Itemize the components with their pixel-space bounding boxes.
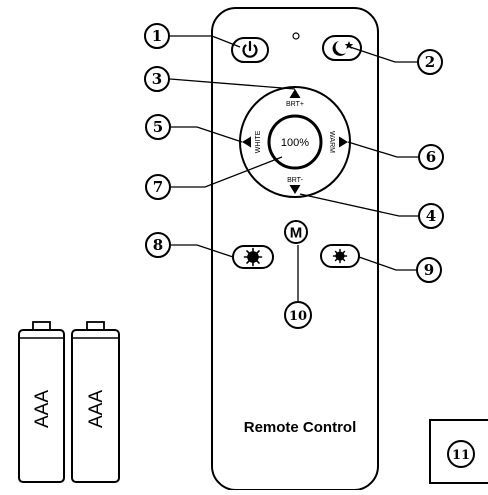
- callout-3-label: 3: [152, 70, 162, 88]
- night-button[interactable]: [322, 35, 362, 61]
- callout-3: 3: [144, 66, 170, 92]
- callout-2-label: 2: [425, 53, 435, 71]
- arrow-right-icon: [339, 136, 348, 148]
- callout-8: 8: [145, 232, 171, 258]
- warm-label: WARM: [328, 131, 335, 153]
- brightness-down-button[interactable]: BRT-: [287, 177, 304, 194]
- callout-5-label: 5: [153, 118, 163, 136]
- callout-9: 9: [416, 257, 442, 283]
- brightness-up-button[interactable]: BRT+: [286, 89, 304, 108]
- battery-2-label: AAA: [86, 390, 107, 428]
- callout-6-label: 6: [426, 148, 436, 166]
- warm-button[interactable]: WARM: [328, 131, 348, 153]
- arrow-left-icon: [242, 136, 251, 148]
- bright-sun-button[interactable]: [232, 245, 274, 269]
- brightness-down-label: BRT-: [287, 177, 303, 184]
- callout-8-label: 8: [153, 236, 163, 254]
- battery-2: AAA: [71, 321, 120, 483]
- arrow-up-icon: [289, 89, 301, 98]
- white-button[interactable]: WHITE: [242, 130, 262, 153]
- power-button[interactable]: [231, 37, 269, 63]
- callout-5: 5: [145, 114, 171, 140]
- callout-6: 6: [418, 144, 444, 170]
- arrow-down-icon: [289, 185, 301, 194]
- callout-9-label: 9: [424, 261, 434, 279]
- large-sun-icon: [243, 247, 263, 267]
- remote-title: Remote Control: [244, 419, 357, 436]
- callout-2: 2: [417, 49, 443, 75]
- callout-1: 1: [144, 23, 170, 49]
- display-circle: [267, 114, 323, 170]
- accessory-box: [429, 419, 488, 484]
- callout-7: 7: [145, 174, 171, 200]
- indicator-light: [292, 32, 300, 40]
- callout-10: 10: [284, 301, 312, 329]
- display-value: 100%: [281, 137, 309, 149]
- white-label: WHITE: [255, 130, 262, 153]
- callout-1-label: 1: [152, 27, 162, 45]
- mode-label: M: [290, 225, 303, 242]
- battery-1-label: AAA: [32, 390, 53, 428]
- callout-4-label: 4: [426, 207, 436, 225]
- small-sun-icon: [332, 248, 348, 264]
- callout-11-label: 11: [452, 448, 470, 463]
- brightness-up-label: BRT+: [286, 101, 304, 108]
- callout-7-label: 7: [153, 178, 163, 196]
- callout-10-label: 10: [289, 309, 307, 324]
- callout-11: 11: [447, 440, 475, 468]
- mode-button[interactable]: M: [284, 220, 308, 244]
- callout-leaders: [169, 35, 419, 301]
- power-icon: [242, 40, 258, 58]
- callout-4: 4: [418, 203, 444, 229]
- dim-sun-button[interactable]: [320, 244, 360, 268]
- battery-1: AAA: [18, 321, 65, 483]
